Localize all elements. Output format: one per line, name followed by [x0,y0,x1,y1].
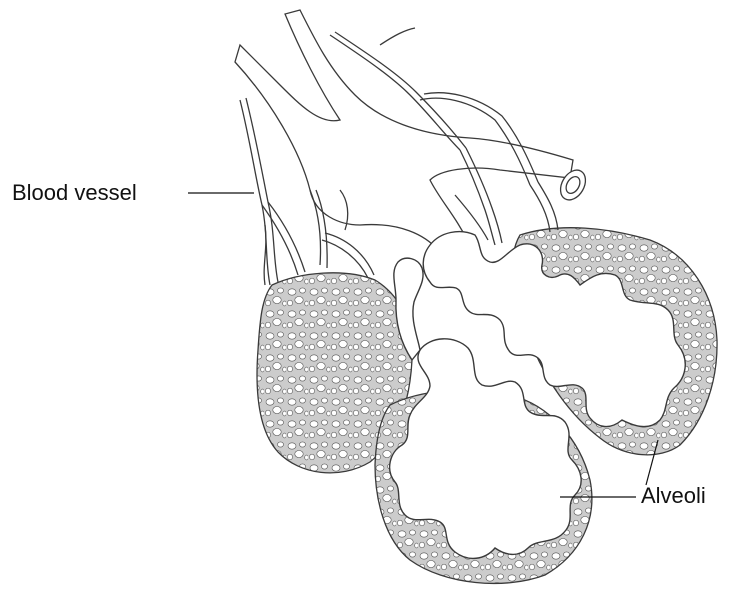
bronchiole-tubes [235,10,591,250]
blood-vessel-label: Blood vessel [12,182,137,204]
alveoli-label: Alveoli [641,485,706,507]
